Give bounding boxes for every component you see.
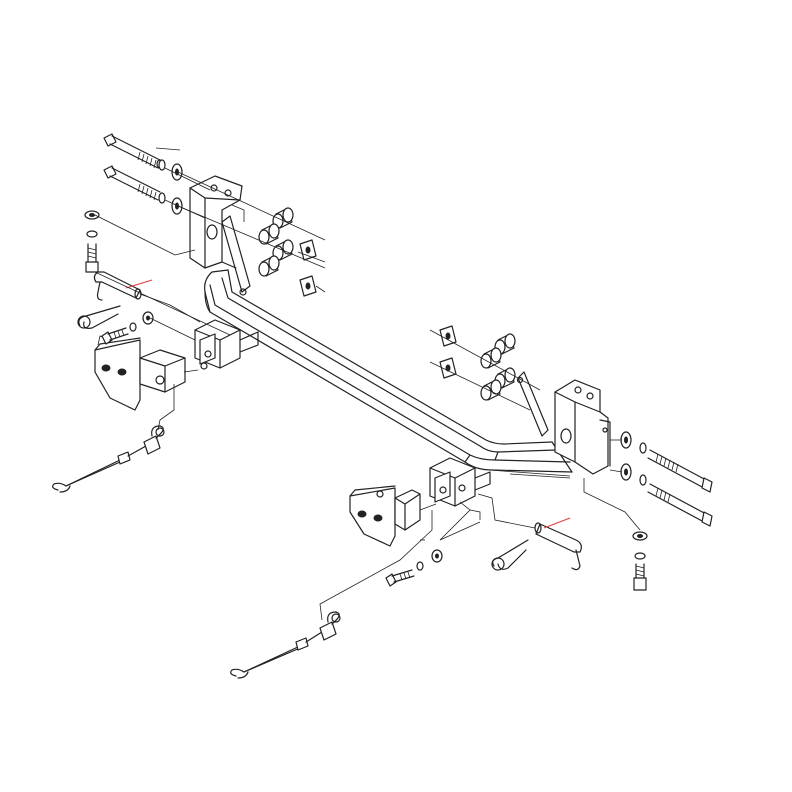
hex-bolt-upper-left (103, 133, 164, 169)
lock-washer-right (639, 442, 647, 486)
right-tab-adapter (349, 485, 421, 547)
right-small-bolt-stack (385, 549, 443, 587)
right-mounting-bracket (516, 371, 611, 475)
left-bent-pin (93, 271, 153, 301)
spacer-cylinder (480, 379, 502, 401)
square-nut (299, 275, 317, 297)
hex-bolt-lower-right (647, 483, 713, 527)
crossbar-tube (204, 269, 573, 479)
spacer-cylinder (258, 223, 280, 245)
left-receiver-tab (194, 319, 259, 370)
hex-bolt-upper-right (647, 449, 713, 493)
leader-lines (94, 147, 641, 621)
square-nut (439, 325, 457, 347)
square-nut (299, 239, 317, 261)
right-hairpin-clip (491, 539, 529, 571)
left-hairpin-clip (77, 305, 121, 329)
spacer-cylinder (494, 333, 516, 355)
left-safety-cable (52, 425, 165, 493)
left-square-nut-plates (299, 239, 317, 297)
left-tab-adapter (94, 335, 186, 411)
right-vertical-bolt-stack (632, 531, 648, 591)
hex-bolt-lower-left (103, 165, 161, 201)
right-bent-pin (534, 517, 582, 571)
spacer-cylinder (258, 255, 280, 277)
lock-washer-left (158, 159, 166, 204)
left-small-bolt-stack (101, 311, 154, 345)
right-bolts (620, 431, 713, 527)
spacer-cylinder (480, 347, 502, 369)
left-bolts (103, 133, 183, 215)
washer-right (620, 431, 632, 481)
right-safety-cable (230, 611, 341, 679)
right-spacers (480, 333, 516, 401)
left-vertical-bolt-stack (84, 210, 100, 273)
washer-left (171, 163, 183, 215)
left-mounting-bracket (189, 175, 251, 296)
right-receiver-tab (429, 457, 491, 507)
